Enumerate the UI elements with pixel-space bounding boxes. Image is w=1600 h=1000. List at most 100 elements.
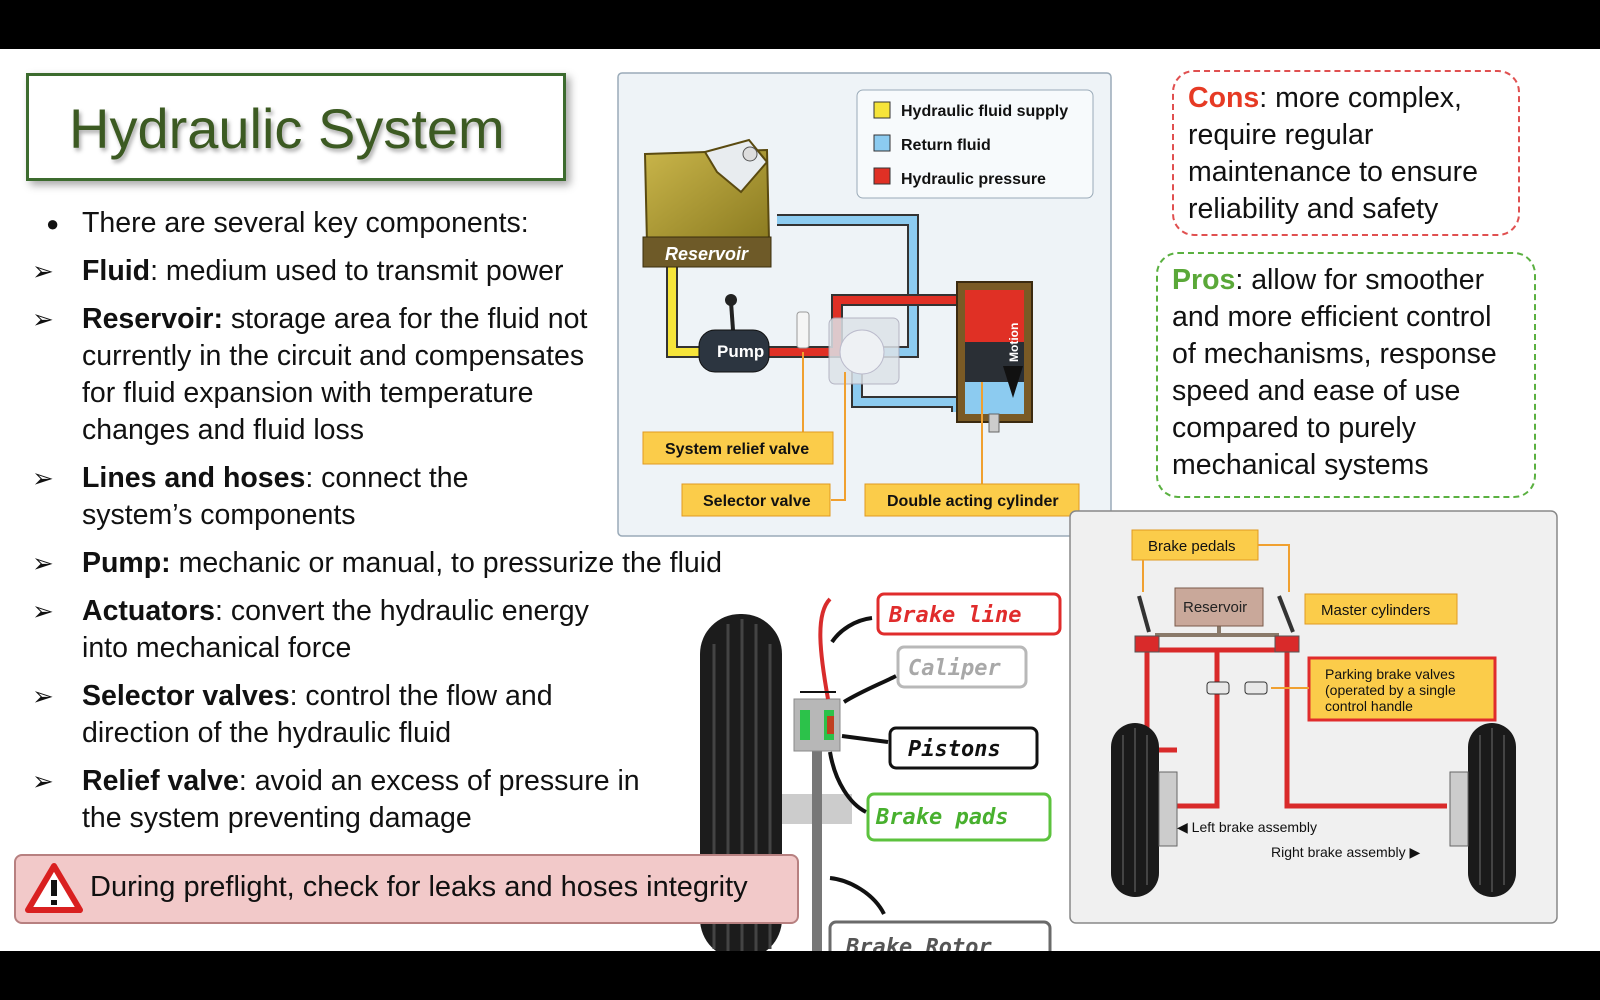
callout-relief-label: System relief valve (665, 441, 809, 458)
brake-pedal-right-icon (1277, 595, 1295, 633)
warning-triangle-icon (25, 863, 83, 913)
pros-label: Pros (1172, 264, 1236, 296)
legend: Hydraulic fluid supply Return fluid Hydr… (856, 89, 1094, 199)
arrow-brake-pads (828, 751, 867, 814)
slide: Hydraulic System ● There are several key… (0, 49, 1600, 951)
definition: : connect the system’s components (82, 462, 469, 531)
caliper-label: Caliper (908, 656, 1001, 681)
term: Relief valve (82, 765, 239, 797)
relief-valve-icon (796, 311, 810, 349)
parking-brake-tag (1307, 656, 1497, 722)
brake-line-label: Brake line (888, 603, 1021, 628)
brake-pad-icon (800, 710, 810, 740)
reservoir-icon: Reservoir (642, 138, 772, 268)
brake-rotor-tag (828, 920, 1052, 951)
term: Pump: (82, 547, 171, 579)
right-assembly-label: Right brake assembly ▶ (1271, 844, 1421, 860)
pump-icon: Pump (698, 294, 770, 373)
arrow-brake-rotor (829, 876, 886, 915)
brake-line-tag (876, 592, 1062, 636)
caliper-tag (896, 645, 1028, 689)
selector-valve-icon (828, 317, 900, 385)
arrow-marker: ➢ (32, 681, 54, 711)
list-item-lines: ➢ Lines and hoses: connect the system’s … (30, 460, 552, 534)
pistons-label: Pistons (908, 737, 1001, 762)
motion-label: Motion (1007, 323, 1021, 362)
list-item-intro: ● There are several key components: (30, 205, 810, 242)
reservoir-box (1174, 587, 1264, 627)
cons-box: Cons: more complex, require regular main… (1172, 70, 1520, 236)
definition: : avoid an excess of pressure in the sys… (82, 765, 640, 834)
callout-selector: Selector valve (681, 372, 846, 517)
legend-swatch-pressure (873, 167, 891, 185)
bullet-marker: ● (46, 211, 60, 236)
right-wheel-icon (1449, 723, 1516, 897)
brake-pedal-left-icon (1137, 595, 1151, 633)
master-cylinder-left (1134, 635, 1160, 653)
title-box: Hydraulic System (26, 73, 566, 181)
definition: : convert the hydraulic energy into mech… (82, 595, 589, 664)
brake-pedals-label: Brake pedals (1148, 538, 1236, 555)
legend-pressure: Hydraulic pressure (901, 171, 1046, 188)
callout-cylinder: Double acting cylinder (864, 382, 1080, 517)
reservoir-label: Reservoir (665, 244, 749, 264)
parking-brake-line-2: (operated by a single (1325, 682, 1456, 698)
brake-pedals-tag (1131, 529, 1259, 561)
definition: : control the flow and direction of the … (82, 680, 553, 749)
components-list: ● There are several key components: ➢ Fl… (30, 205, 810, 848)
legend-swatch-return (873, 134, 891, 152)
master-cylinders-tag (1304, 593, 1458, 625)
term: Lines and hoses (82, 462, 306, 494)
arrow-brake-line (830, 616, 873, 644)
parking-brake-line-1: Parking brake valves (1325, 666, 1455, 682)
left-wheel-icon (1111, 723, 1178, 897)
callout-relief: System relief valve (642, 352, 834, 465)
cons-text: : more complex, require regular maintena… (1188, 82, 1478, 225)
arrow-marker: ➢ (32, 548, 54, 578)
term: Selector valves (82, 680, 290, 712)
cons-label: Cons (1188, 82, 1260, 114)
arrow-pistons (841, 734, 889, 744)
definition: mechanic or manual, to pressurize the fl… (170, 547, 722, 579)
callout-selector-label: Selector valve (703, 493, 811, 510)
list-item-actuators: ➢ Actuators: convert the hydraulic energ… (30, 593, 642, 667)
supply-line (668, 267, 707, 356)
parking-brake-line-3: control handle (1325, 698, 1413, 714)
brake-rotor-icon (812, 704, 822, 951)
brake-line-icon (818, 597, 832, 700)
arrow-marker: ➢ (32, 596, 54, 626)
piston-icon (827, 716, 834, 734)
intro-text: There are several key components: (82, 207, 529, 239)
arrow-marker: ➢ (32, 256, 54, 286)
term: Actuators (82, 595, 216, 627)
arrow-marker: ➢ (32, 766, 54, 796)
list-item-selector: ➢ Selector valves: control the flow and … (30, 678, 622, 752)
parking-valve-left-icon (1206, 681, 1230, 695)
definition: : medium used to transmit power (150, 255, 564, 287)
brake-pads-tag (866, 792, 1052, 842)
warning-text: During preflight, check for leaks and ho… (90, 871, 748, 903)
callout-cylinder-label: Double acting cylinder (887, 493, 1059, 510)
pros-box: Pros: allow for smoother and more effici… (1156, 252, 1536, 498)
brake-system-diagram: Brake pedals Reservoir Master cylinders … (1069, 510, 1558, 924)
legend-return: Return fluid (901, 137, 991, 154)
brake-pads-label: Brake pads (875, 805, 1008, 830)
pistons-tag (888, 726, 1039, 770)
brake-rotor-label: Brake Rotor (845, 935, 992, 951)
pros-text: : allow for smoother and more efficient … (1172, 264, 1497, 481)
term: Reservoir: (82, 303, 223, 335)
right-brake-line (1284, 650, 1447, 809)
definition: storage area for the fluid not currently… (82, 303, 588, 446)
list-item-fluid: ➢ Fluid: medium used to transmit power (30, 253, 810, 290)
legend-swatch-supply (873, 101, 891, 119)
warning-banner: During preflight, check for leaks and ho… (14, 854, 799, 924)
reservoir-label: Reservoir (1183, 599, 1247, 616)
master-cylinder-right (1274, 635, 1300, 653)
term: Fluid (82, 255, 151, 287)
hydraulic-circuit-diagram: Hydraulic fluid supply Return fluid Hydr… (617, 72, 1112, 537)
double-acting-cylinder-icon: Motion (956, 281, 1033, 433)
arrow-marker: ➢ (32, 304, 54, 334)
list-item-relief: ➢ Relief valve: avoid an excess of press… (30, 763, 662, 837)
page-title: Hydraulic System (69, 97, 505, 160)
parking-valve-right-icon (1244, 681, 1268, 695)
